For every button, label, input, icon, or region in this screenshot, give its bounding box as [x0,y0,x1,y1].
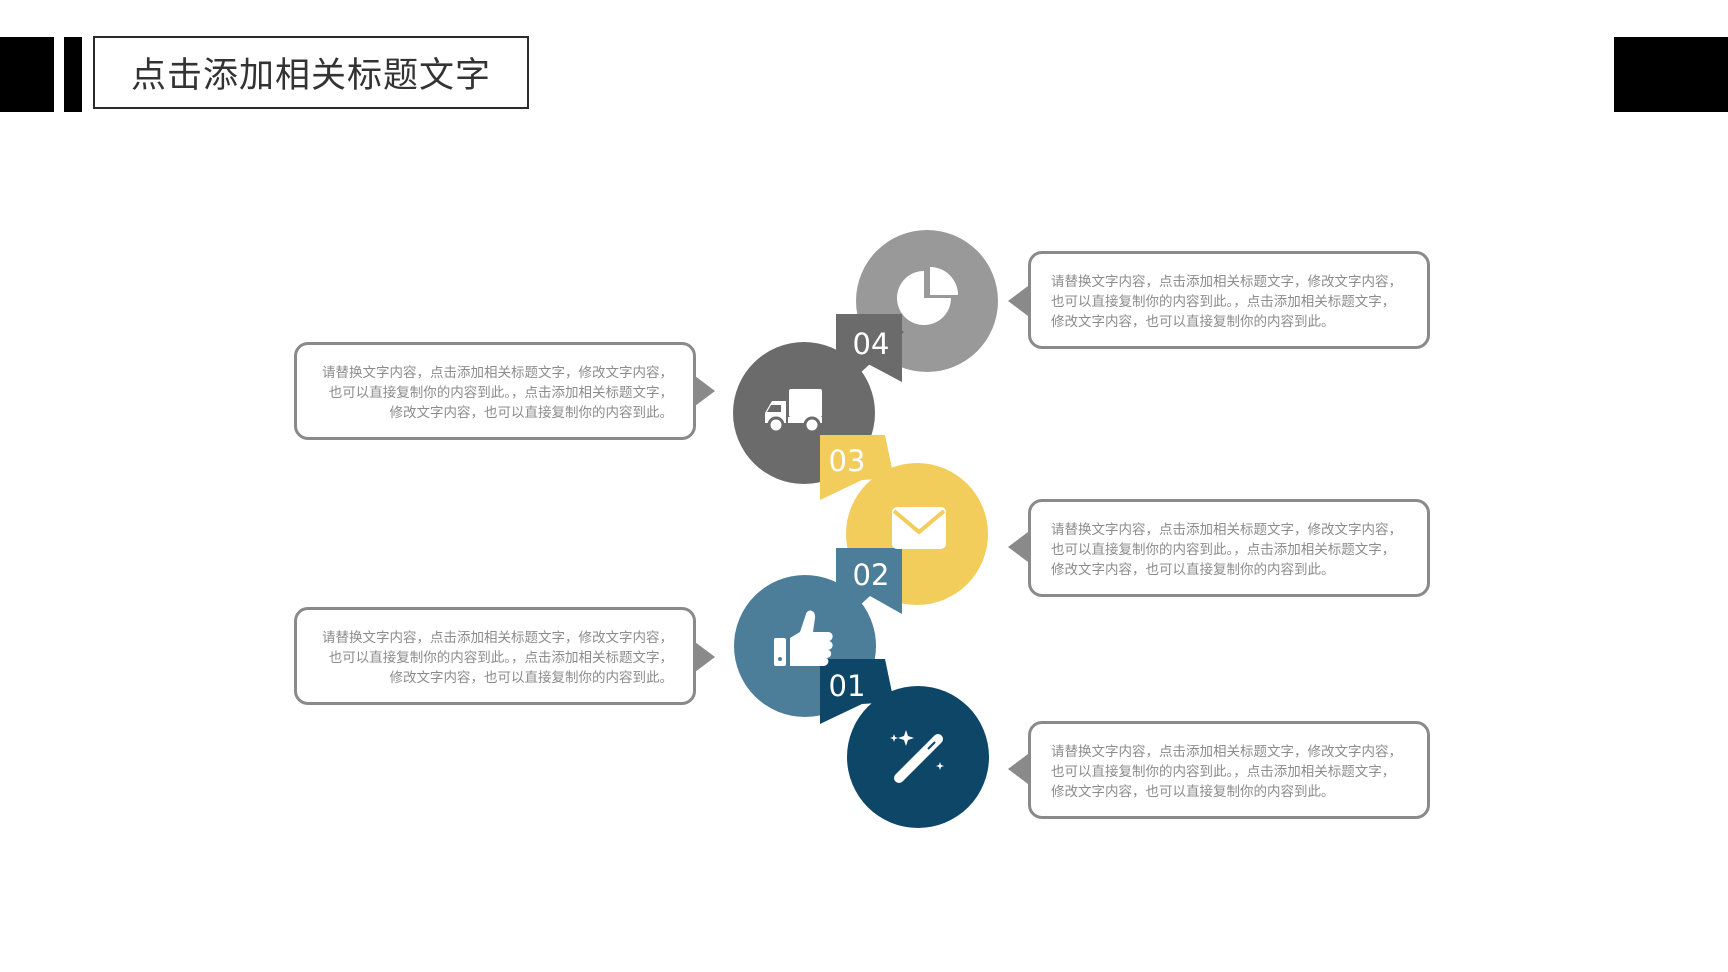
magic-wand-icon [890,730,944,783]
callout-line: 请替换文字内容，点击添加相关标题文字，修改文字内容， [1051,274,1402,290]
thumbs-up-icon [774,610,833,666]
callout-line: 也可以直接复制你的内容到此。，点击添加相关标题文字， [1051,542,1396,558]
callout-04: 请替换文字内容，点击添加相关标题文字，修改文字内容， 也可以直接复制你的内容到此… [294,342,696,440]
arrow-01 [820,659,894,724]
callout-pointer-00 [1008,754,1028,784]
callout-line: 请替换文字内容，点击添加相关标题文字，修改文字内容， [1051,744,1402,760]
pie-chart-icon [897,267,958,325]
callout-03: 请替换文字内容，点击添加相关标题文字，修改文字内容， 也可以直接复制你的内容到此… [1028,499,1430,597]
arrow-04-body [836,314,902,384]
callout-line: 请替换文字内容，点击添加相关标题文字，修改文字内容， [1051,522,1402,538]
step-number-03: 03 [828,444,866,478]
callout-pointer-04 [1008,286,1028,316]
callout-line: 请替换文字内容，点击添加相关标题文字，修改文字内容， [322,630,673,646]
callout-line: 也可以直接复制你的内容到此。，点击添加相关标题文字， [328,385,673,401]
callout-line: 请替换文字内容，点击添加相关标题文字，修改文字内容， [322,365,673,381]
callout-01: 请替换文字内容，点击添加相关标题文字，修改文字内容， 也可以直接复制你的内容到此… [1028,721,1430,819]
callout-02: 请替换文字内容，点击添加相关标题文字，修改文字内容， 也可以直接复制你的内容到此… [294,607,696,705]
callout-pointer-03 [695,376,715,406]
callout-pointer-01 [695,642,715,672]
header-bar-left [0,37,54,112]
callout-pointer-02 [1008,532,1028,562]
callout-line: 修改文字内容，也可以直接复制你的内容到此。 [389,405,674,421]
title-box: 点击添加相关标题文字 [93,36,529,109]
step-number-04: 04 [852,327,890,361]
step-number-02: 02 [852,558,890,592]
callout-top: 请替换文字内容，点击添加相关标题文字，修改文字内容， 也可以直接复制你的内容到此… [1028,251,1430,349]
callout-line: 修改文字内容，也可以直接复制你的内容到此。 [1051,314,1335,330]
arrow-02 [836,548,902,616]
callout-line: 也可以直接复制你的内容到此。，点击添加相关标题文字， [1051,294,1396,310]
header-bar-left-thin [64,37,82,112]
page-title: 点击添加相关标题文字 [130,56,491,96]
callout-line: 修改文字内容，也可以直接复制你的内容到此。 [1051,562,1335,578]
arrow-03 [820,435,894,500]
callout-line: 也可以直接复制你的内容到此。，点击添加相关标题文字， [328,650,673,666]
envelope-icon [892,507,946,549]
step-number-01: 01 [828,669,866,703]
callout-line: 也可以直接复制你的内容到此。，点击添加相关标题文字， [1051,764,1396,780]
header-bar-right [1614,37,1728,112]
callout-line: 修改文字内容，也可以直接复制你的内容到此。 [389,670,674,686]
truck-icon [765,389,822,434]
callout-line: 修改文字内容，也可以直接复制你的内容到此。 [1051,784,1335,800]
